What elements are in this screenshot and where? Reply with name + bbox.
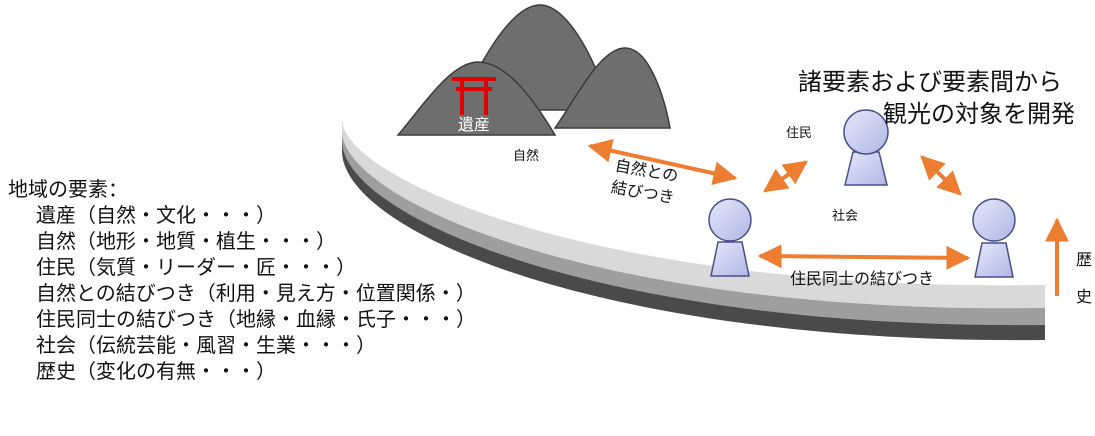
resident-link-label: 住民同士の結びつき xyxy=(790,269,934,288)
history-label-char1: 歴 xyxy=(1076,250,1092,269)
legend-list: 遺産（自然・文化・・・） 自然（地形・地質・植生・・・） 住民（気質・リーダー・… xyxy=(8,202,476,384)
double-arrow-icon xyxy=(587,138,738,186)
double-arrow-icon xyxy=(920,155,962,196)
torii-icon xyxy=(452,77,496,115)
legend-item: 歴史（変化の有無・・・） xyxy=(36,359,276,383)
heritage-label: 遺産 xyxy=(458,115,490,134)
heading-line-2: 観光の対象を開発 xyxy=(883,100,1075,128)
double-arrow-icon xyxy=(757,244,971,270)
regional-elements-legend: 地域の要素： 遺産（自然・文化・・・） 自然（地形・地質・植生・・・） 住民（気… xyxy=(8,176,476,384)
relation-arrows xyxy=(587,138,1069,296)
legend-title: 地域の要素： xyxy=(8,177,128,201)
nature-label: 自然 xyxy=(513,148,539,164)
legend-item: 自然との結びつき（利用・見え方・位置関係・） xyxy=(36,281,476,305)
mountain-icon xyxy=(553,47,671,129)
history-label-char2: 史 xyxy=(1076,287,1092,306)
person-icon xyxy=(843,109,889,186)
residents-label: 住民 xyxy=(786,126,812,141)
legend-item: 自然（地形・地質・植生・・・） xyxy=(36,229,336,253)
legend-item: 遺産（自然・文化・・・） xyxy=(36,203,276,227)
heading-line-1: 諸要素および要素間から xyxy=(798,68,1062,96)
society-label: 社会 xyxy=(832,208,858,224)
person-icon xyxy=(708,198,752,277)
legend-item: 住民同士の結びつき（地縁・血縁・氏子・・・） xyxy=(36,307,476,331)
mountain-icon xyxy=(396,61,557,136)
mountains xyxy=(396,4,671,136)
legend-item: 社会（伝統芸能・風習・生業・・・） xyxy=(36,333,376,357)
disc-layer-light xyxy=(341,120,1045,309)
double-arrow-icon xyxy=(763,160,808,193)
person-icon xyxy=(972,198,1016,278)
legend-item: 住民（気質・リーダー・匠・・・） xyxy=(36,255,356,279)
